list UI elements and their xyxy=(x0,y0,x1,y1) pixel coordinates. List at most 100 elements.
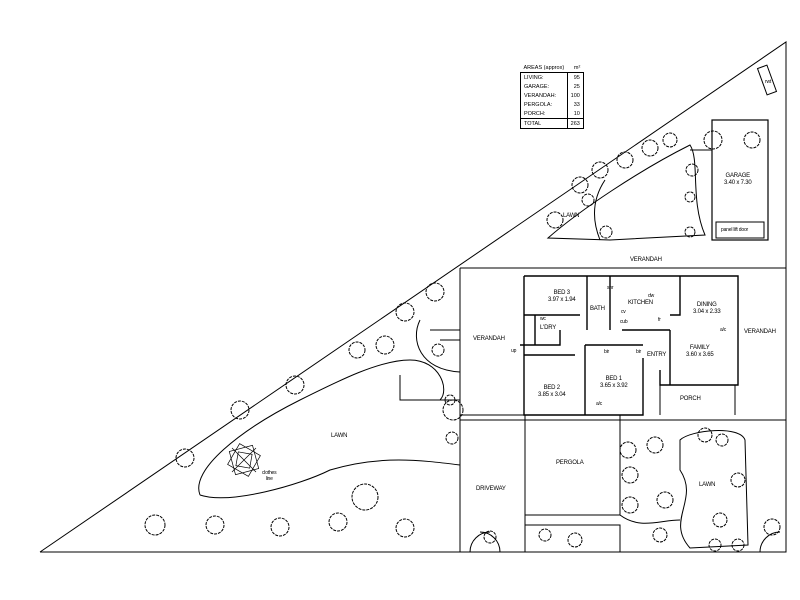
tree-icon xyxy=(621,496,639,514)
tree-icon xyxy=(616,151,634,169)
tree-icon xyxy=(684,191,696,203)
dining-size: 3.04 x 2.33 xyxy=(693,309,721,315)
area-label: LIVING: xyxy=(524,74,544,81)
bed3-name: BED 3 xyxy=(553,290,571,296)
area-value: 25 xyxy=(566,82,584,91)
lawn-main-label: LAWN xyxy=(331,433,348,439)
porch-label: PORCH xyxy=(680,396,701,402)
tree-icon xyxy=(395,302,415,322)
tree-icon xyxy=(641,139,659,157)
rainwater-tank xyxy=(756,64,778,96)
tree-icon xyxy=(230,400,250,420)
bed3-size: 3.97 x 1.94 xyxy=(548,297,576,303)
tree-icon xyxy=(646,436,664,454)
area-label: VERANDAH: xyxy=(524,92,557,99)
tree-icon xyxy=(763,518,781,536)
porch-outline xyxy=(659,385,736,415)
bir-label-2: bir xyxy=(636,349,641,355)
area-label: PORCH: xyxy=(524,110,546,117)
bir-label-1: bir xyxy=(604,349,609,355)
cub-label: cub xyxy=(620,319,628,325)
ac-label-bed1: a/c xyxy=(596,401,603,407)
area-row: GARAGE: 25 xyxy=(521,82,584,91)
verandah-left-label: VERANDAH xyxy=(473,336,505,342)
tree-icon xyxy=(445,431,459,445)
clothes-line xyxy=(227,443,261,477)
tree-icon xyxy=(621,466,639,484)
tree-icon xyxy=(328,512,348,532)
tree-icon xyxy=(662,132,678,148)
tree-icon xyxy=(652,527,668,543)
tree-icon xyxy=(285,375,305,395)
rwt-label: rwt xyxy=(765,79,772,85)
family-size: 3.60 x 3.65 xyxy=(686,352,714,358)
kitchen-label: KITCHEN xyxy=(628,300,653,306)
tree-icon xyxy=(538,528,552,542)
lawn-right-label: LAWN xyxy=(699,482,716,488)
wc-label: wc xyxy=(540,316,546,322)
laundry-label: L'DRY xyxy=(540,325,557,331)
area-label: PERGOLA: xyxy=(524,101,553,108)
up-label: up xyxy=(511,348,517,354)
tree-icon xyxy=(743,131,761,149)
family-name: FAMILY xyxy=(689,345,710,351)
tree-icon xyxy=(395,518,415,538)
garden-bed-top xyxy=(546,144,706,241)
area-label: GARAGE: xyxy=(524,83,550,90)
tree-icon xyxy=(546,211,564,229)
tree-icon xyxy=(684,226,696,238)
clothes-line-label: clothes line xyxy=(262,470,277,482)
tree-icon xyxy=(715,433,729,447)
tree-icon xyxy=(144,514,166,536)
lawn-main-outline xyxy=(198,359,461,499)
garage-name: GARAGE xyxy=(725,173,751,179)
tree-icon xyxy=(205,515,225,535)
bath-label: BATH xyxy=(590,306,605,312)
shr-label: shr xyxy=(607,285,614,291)
areas-unit: m² xyxy=(573,64,581,71)
bed1-name: BED 1 xyxy=(605,376,623,382)
tree-icon xyxy=(712,512,728,528)
tree-icon xyxy=(619,441,637,459)
tree-icon xyxy=(348,341,366,359)
verandah-outline xyxy=(459,267,786,552)
fr-label: fr xyxy=(658,317,661,323)
tree-icon xyxy=(442,399,464,421)
bed2-size: 3.85 x 3.04 xyxy=(538,392,566,398)
driveway-label: DRIVEWAY xyxy=(476,486,506,492)
tree-icon xyxy=(581,193,595,207)
tree-icon xyxy=(703,130,723,150)
garage-door-label: panel lift door xyxy=(721,227,749,233)
dw-label: dw xyxy=(648,293,654,299)
tree-icon xyxy=(425,282,445,302)
tree-icon xyxy=(571,176,589,194)
tree-icon xyxy=(730,472,746,488)
total-value: 263 xyxy=(566,118,584,129)
bed1-size: 3.65 x 3.92 xyxy=(600,383,628,389)
area-value: 100 xyxy=(566,91,584,100)
tree-icon xyxy=(685,163,699,177)
interior-walls xyxy=(524,276,681,415)
property-boundary xyxy=(39,41,787,553)
tree-icon xyxy=(444,394,456,406)
path-left xyxy=(415,319,461,373)
area-value: 95 xyxy=(566,72,584,82)
areas-title: AREAS (approx) xyxy=(523,64,565,71)
ac-label-family: a/c xyxy=(720,327,727,333)
tree-icon xyxy=(599,225,613,239)
garden-bed-right xyxy=(679,430,749,549)
garage-outline xyxy=(711,119,769,241)
area-row: PERGOLA: 33 xyxy=(521,100,584,109)
lawn-top-label: LAWN xyxy=(563,213,580,219)
tree-icon xyxy=(483,530,497,544)
area-value: 33 xyxy=(566,100,584,109)
total-label: TOTAL xyxy=(520,118,568,129)
